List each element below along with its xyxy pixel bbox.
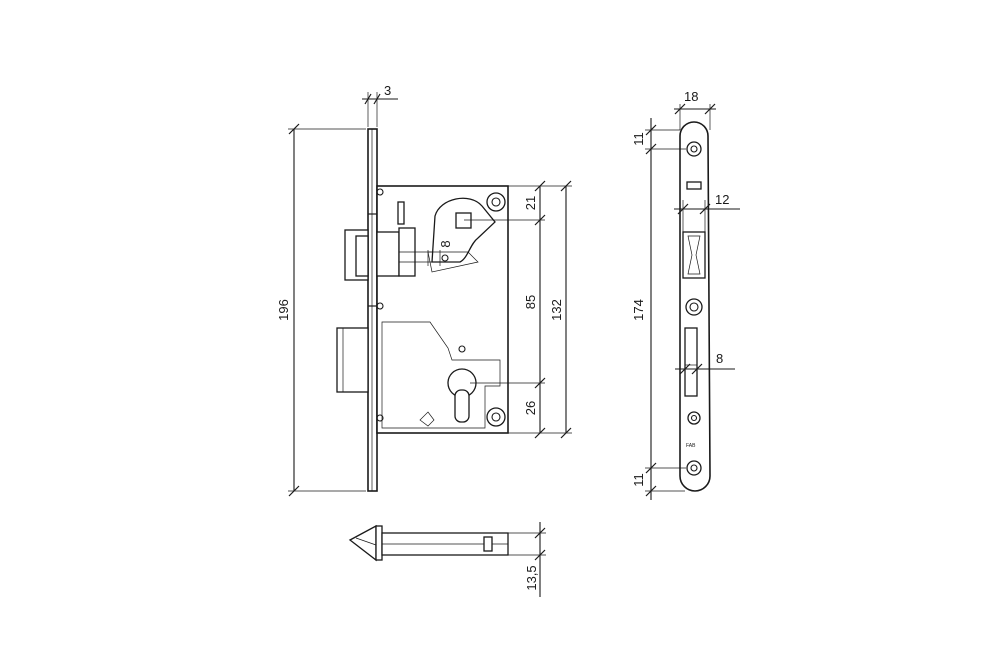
latch-side-view	[348, 522, 546, 597]
spindle-symbol-icon	[441, 254, 449, 262]
bolt-opening	[684, 327, 698, 397]
strike-dimension-lines	[645, 103, 740, 500]
latch-bolt	[344, 227, 440, 281]
dim-spindle: 8	[438, 240, 453, 247]
strike-plate-view: FAB	[679, 121, 711, 492]
latch-opening	[682, 231, 706, 279]
dead-bolt	[336, 327, 369, 393]
strike-logo-box	[686, 181, 702, 190]
dim-top-offset: 21	[523, 196, 538, 210]
dimension-lines	[288, 92, 572, 497]
case-screws	[376, 188, 506, 427]
dim-center-distance: 85	[523, 295, 538, 309]
spindle-square	[455, 212, 472, 229]
dim-strike-top: 11	[631, 132, 646, 146]
dim-strike-height: 174	[631, 299, 646, 321]
spindle-follower	[427, 197, 496, 273]
dim-bottom-offset: 26	[523, 401, 538, 415]
dim-faceplate-thickness: 3	[384, 83, 391, 98]
dim-case-height: 132	[549, 299, 564, 321]
dim-latch-depth: 13,5	[524, 565, 539, 590]
dim-strike-bottom: 11	[631, 473, 646, 487]
lock-body-view	[336, 128, 509, 492]
faceplate	[367, 128, 378, 492]
dim-latch-opening: 12	[715, 192, 729, 207]
dim-bolt-opening: 8	[716, 351, 723, 366]
svg-text:FAB: FAB	[686, 443, 696, 449]
dim-strike-width: 18	[684, 89, 698, 104]
dim-total-height: 196	[276, 299, 291, 321]
strike-screw-holes	[685, 141, 703, 476]
